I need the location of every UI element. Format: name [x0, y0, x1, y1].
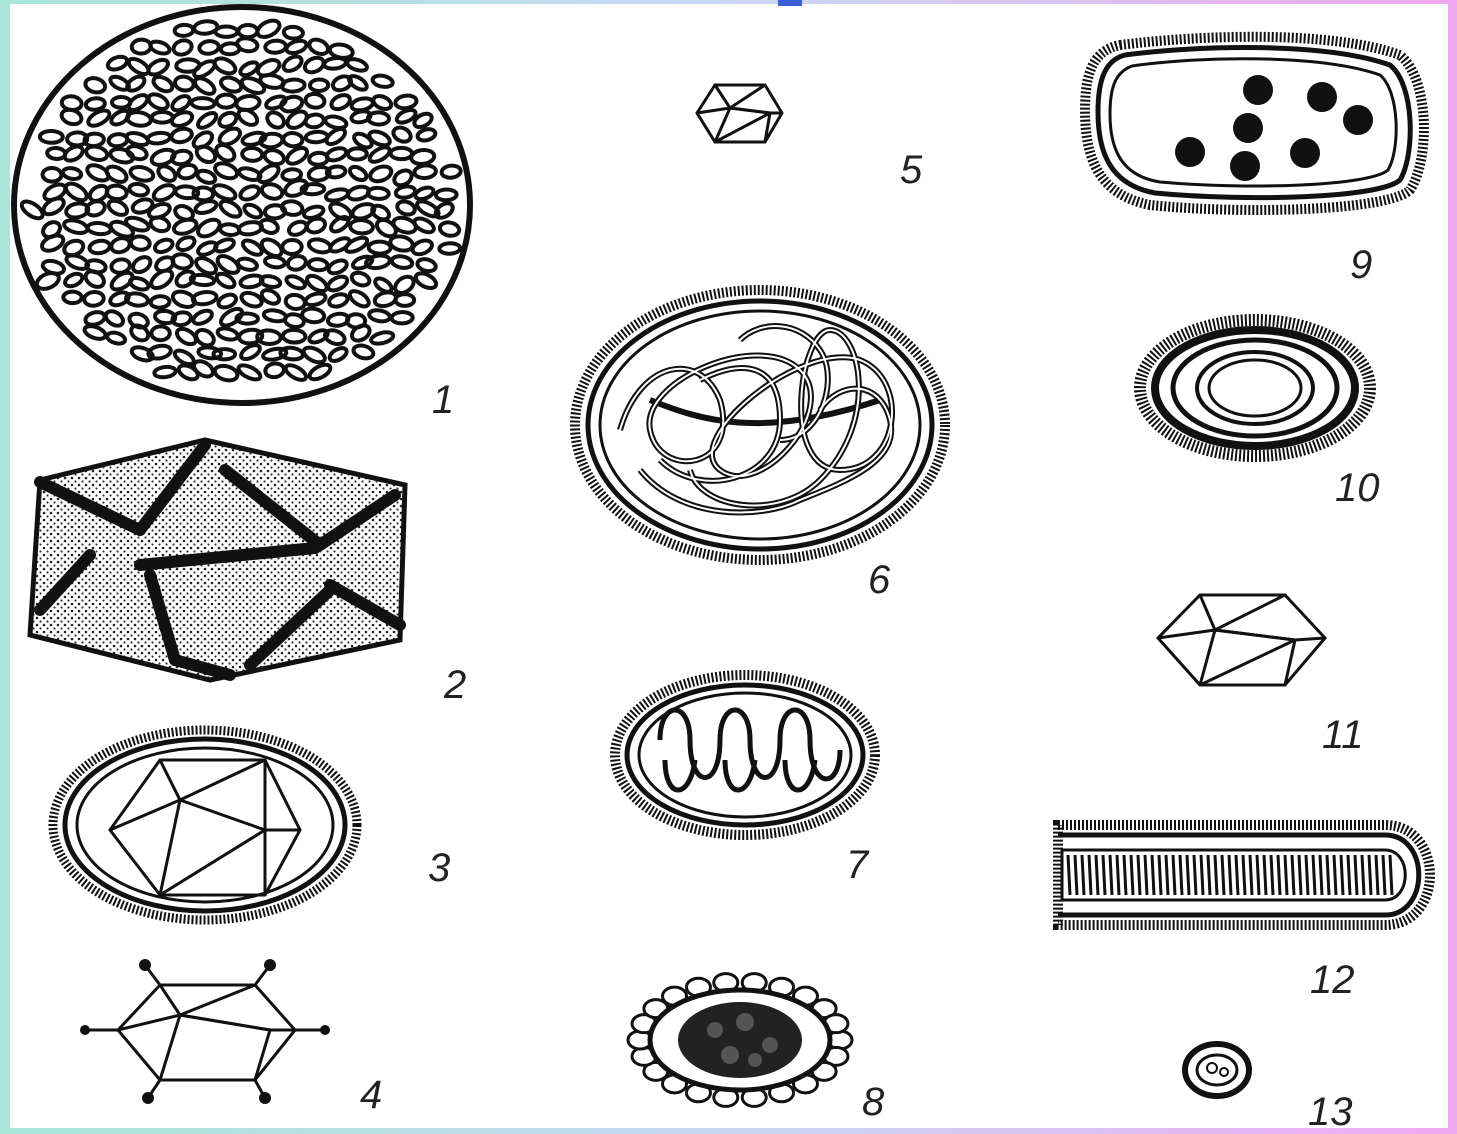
virus-12-bullet: [1058, 825, 1430, 925]
label-4: 4: [360, 1075, 382, 1115]
virus-6-tangled-helix: [575, 290, 945, 560]
virus-10-concentric: [1140, 320, 1370, 456]
label-2: 2: [444, 665, 466, 705]
label-3: 3: [428, 848, 450, 888]
label-10: 10: [1335, 468, 1380, 508]
virus-9-rounded-dotted: [1085, 37, 1424, 210]
virus-7-coiled-helix: [615, 675, 875, 835]
label-7: 7: [846, 845, 868, 885]
virus-1-oval-scaled: [14, 7, 470, 403]
label-9: 9: [1350, 245, 1372, 285]
virus-2-icosahedral-dotted: [30, 440, 405, 680]
label-1: 1: [432, 380, 454, 420]
label-12: 12: [1310, 960, 1355, 1000]
virus-3-enveloped-icosahedron: [53, 730, 357, 920]
label-13: 13: [1308, 1092, 1353, 1132]
virus-4-spiked-hexagon: [80, 959, 330, 1104]
label-6: 6: [868, 560, 890, 600]
virus-11-icosahedron: [1158, 595, 1325, 685]
virus-13-tiny-round: [1185, 1044, 1249, 1096]
label-8: 8: [862, 1082, 884, 1122]
virus-5-small-icosahedron: [697, 85, 782, 142]
label-11: 11: [1322, 715, 1364, 755]
virus-8-beaded-ring: [628, 974, 852, 1107]
label-5: 5: [900, 150, 922, 190]
